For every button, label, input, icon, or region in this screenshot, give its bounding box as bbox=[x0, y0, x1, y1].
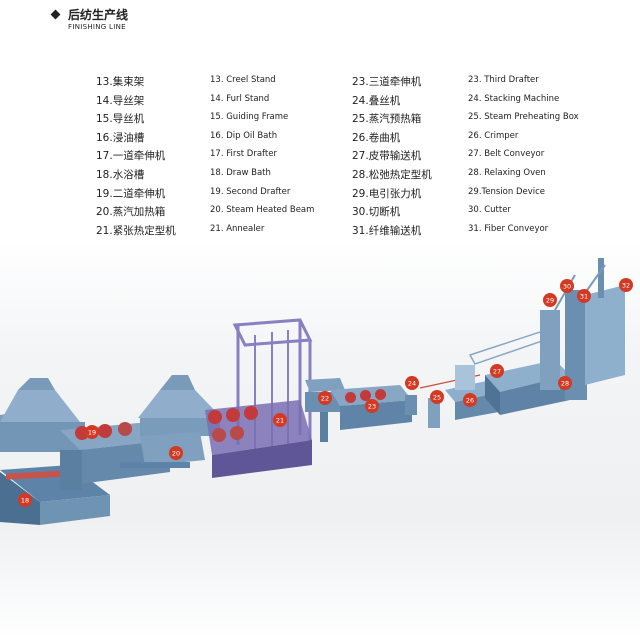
section-subtitle: FINISHING LINE bbox=[68, 23, 126, 31]
legend-item-english-label: 30. Cutter bbox=[468, 205, 511, 216]
callout-marker-28: 28 bbox=[558, 376, 572, 390]
callout-marker-20: 20 bbox=[169, 446, 183, 460]
legend-item-chinese-label: 23.三道牵伸机 bbox=[352, 76, 422, 88]
legend-item-chinese-label: 21.紧张热定型机 bbox=[96, 224, 176, 237]
legend-item-english-label: 16. Dip Oil Bath bbox=[210, 130, 278, 141]
callout-marker-22: 22 bbox=[318, 391, 332, 405]
legend-item-chinese-label: 16.浸油槽 bbox=[96, 131, 145, 144]
cutter-and-baler bbox=[540, 258, 625, 400]
legend-item-chinese-label: 18.水浴槽 bbox=[96, 169, 145, 181]
svg-text:26: 26 bbox=[466, 396, 474, 404]
callout-marker-21: 21 bbox=[273, 413, 287, 427]
callout-marker-27: 27 bbox=[490, 364, 504, 378]
legend-item-chinese-label: 31.纤维输送机 bbox=[352, 224, 422, 237]
svg-text:23: 23 bbox=[368, 402, 376, 410]
callout-marker-23: 23 bbox=[365, 399, 379, 413]
callout-marker-32: 32 bbox=[619, 278, 633, 292]
legend-item-english-label: 20. Steam Heated Beam bbox=[210, 205, 315, 216]
callout-marker-18: 18 bbox=[18, 493, 32, 507]
legend-item-english-label: 13. Creel Stand bbox=[210, 75, 276, 85]
callout-marker-26: 26 bbox=[463, 393, 477, 407]
legend-item-english-label: 14. Furl Stand bbox=[210, 93, 270, 104]
legend-item-english-label: 27. Belt Conveyor bbox=[468, 149, 545, 160]
legend-item-chinese-label: 20.蒸汽加热箱 bbox=[96, 206, 166, 219]
legend-item-chinese-label: 19.二道牵伸机 bbox=[96, 187, 166, 200]
svg-text:29: 29 bbox=[546, 296, 554, 304]
svg-text:22: 22 bbox=[321, 394, 329, 402]
svg-text:31: 31 bbox=[580, 292, 588, 300]
hood-middle bbox=[138, 375, 222, 436]
legend-item-english-label: 21. Annealer bbox=[210, 223, 265, 234]
svg-text:24: 24 bbox=[408, 379, 416, 387]
svg-text:25: 25 bbox=[433, 393, 441, 401]
svg-text:28: 28 bbox=[561, 379, 569, 387]
legend-item-english-label: 28. Relaxing Oven bbox=[468, 168, 546, 178]
section-title: 后纺生产线 bbox=[68, 8, 129, 22]
legend-item-chinese-label: 28.松弛热定型机 bbox=[352, 169, 432, 181]
legend-item-english-label: 17. First Drafter bbox=[210, 149, 277, 160]
cooling-and-third-drafter bbox=[305, 378, 412, 442]
finishing-line-illustration: 18 19 20 21 22 23 24 25 26 27 28 29 30 31 32 bbox=[0, 258, 633, 525]
svg-text:21: 21 bbox=[276, 416, 284, 424]
diamond-bullet-icon bbox=[50, 9, 61, 20]
legend-item-chinese-label: 25.蒸汽预热箱 bbox=[352, 113, 422, 126]
legend-item-chinese-label: 29.电引张力机 bbox=[352, 187, 422, 200]
legend-item-english-label: 18. Draw Bath bbox=[210, 168, 271, 178]
callout-marker-25: 25 bbox=[430, 390, 444, 404]
legend-item-chinese-label: 15.导丝机 bbox=[96, 113, 145, 126]
legend-item-chinese-label: 30.切断机 bbox=[352, 206, 401, 219]
legend-item-english-label: 15. Guiding Frame bbox=[210, 112, 289, 123]
svg-text:20: 20 bbox=[172, 449, 180, 457]
legend-item-english-label: 26. Crimper bbox=[468, 130, 519, 141]
legend-item-chinese-label: 24.叠丝机 bbox=[352, 94, 401, 107]
legend-item-english-label: 25. Steam Preheating Box bbox=[468, 112, 579, 123]
svg-text:19: 19 bbox=[88, 428, 96, 436]
legend-item-chinese-label: 13.集束架 bbox=[96, 76, 145, 88]
annealer-frame bbox=[205, 318, 313, 478]
svg-text:30: 30 bbox=[563, 282, 571, 290]
svg-text:27: 27 bbox=[493, 367, 501, 375]
legend-item-chinese-label: 27.皮带输送机 bbox=[352, 150, 422, 163]
callout-marker-29: 29 bbox=[543, 293, 557, 307]
legend-item-english-label: 29.Tension Device bbox=[468, 186, 546, 197]
legend-item-chinese-label: 26.卷曲机 bbox=[352, 131, 401, 144]
legend-item-chinese-label: 14.导丝架 bbox=[96, 94, 145, 107]
callout-marker-24: 24 bbox=[405, 376, 419, 390]
callout-marker-19: 19 bbox=[85, 425, 99, 439]
legend-item-english-label: 19. Second Drafter bbox=[210, 186, 291, 197]
legend-item-english-label: 23. Third Drafter bbox=[468, 75, 539, 85]
svg-text:32: 32 bbox=[622, 281, 630, 289]
svg-text:18: 18 bbox=[21, 496, 29, 504]
callout-marker-30: 30 bbox=[560, 279, 574, 293]
legend-item-english-label: 24. Stacking Machine bbox=[468, 93, 560, 104]
callout-marker-31: 31 bbox=[577, 289, 591, 303]
legend-item-chinese-label: 17.一道牵伸机 bbox=[96, 150, 166, 163]
legend-item-english-label: 31. Fiber Conveyor bbox=[468, 223, 549, 234]
